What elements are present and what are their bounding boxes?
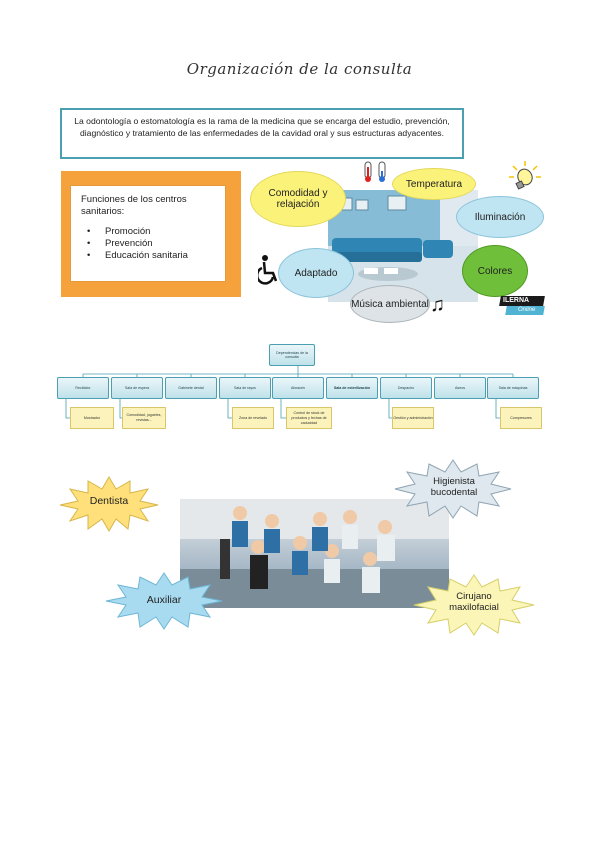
list-item: Prevención [87,238,215,250]
team-photo [180,499,449,608]
orgchart-sub: Zona de revelado [232,407,274,429]
bubble-colores: Colores [462,245,528,297]
label-higienista: Higienista bucodental [430,476,478,498]
list-item: Promoción [87,226,215,238]
definition-box: La odontología o estomatología es la ram… [60,108,464,159]
orgchart-node: Sala de espera [111,377,163,399]
bubble-iluminacion: Iluminación [456,196,544,238]
star-cirujano [413,574,535,636]
orgchart-node: Recibidor [57,377,109,399]
lightbulb-icon [508,160,542,192]
label-dentista: Dentista [89,495,129,507]
bubble-temperatura: Temperatura [392,168,476,200]
label-cirujano: Cirujano maxilofacial [449,591,499,613]
wheelchair-icon [255,255,280,285]
star-higienista [394,459,512,519]
ilerna-logo: ILERNA Online [499,296,545,316]
orgchart-node: Despacho [380,377,432,399]
list-item: Educación sanitaria [87,250,215,262]
music-note-icon: ♫ [430,294,445,316]
bubble-adaptado: Adaptado [278,248,354,298]
functions-box: Funciones de los centros sanitarios: Pro… [70,185,226,282]
orgchart-node: Sala de esterilización [326,377,378,399]
orgchart-sub: Compresores [500,407,542,429]
star-dentista [59,476,159,532]
orgchart-sub: Comodidad, juguetes, revistas... [122,407,166,429]
functions-heading: Funciones de los centros sanitarios: [81,194,187,217]
team-illustration [180,499,449,608]
orgchart-sub: Gestión y administración [392,407,434,429]
orgchart-node: Sala de rayos [219,377,271,399]
orgchart-node: Sala de máquinas [487,377,539,399]
orgchart-sub: Control de stock de productos y fechas d… [286,407,332,429]
bubble-musica: Música ambiental [350,285,430,323]
orgchart-connectors [65,366,514,419]
brand-sub: Online [518,307,536,313]
orgchart-node: Gabinete dental [165,377,217,399]
star-auxiliar [105,572,223,630]
page-title: Organización de la consulta [186,60,413,78]
orgchart-node: Almacén [272,377,324,399]
orgchart-node: Aseos [434,377,486,399]
thermometer-icon [363,161,393,183]
functions-list: Promoción Prevención Educación sanitaria [81,226,215,262]
bubble-comodidad: Comodidad y relajación [250,171,346,227]
orgchart-root: Dependencias de la consulta [269,344,315,366]
label-auxiliar: Auxiliar [146,594,182,606]
orgchart-sub: Mostrador [70,407,114,429]
brand-name: ILERNA [503,297,530,304]
